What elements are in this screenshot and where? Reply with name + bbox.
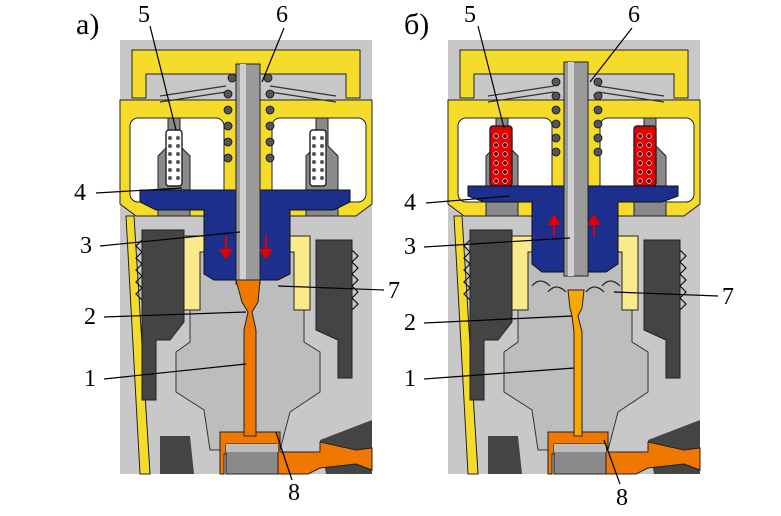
panel-a-label-5: 5 <box>138 2 150 28</box>
panel-a-label-8: 8 <box>288 480 300 506</box>
panel-b-rod <box>563 61 589 277</box>
panel-a-label-6: 6 <box>276 2 288 28</box>
panel-a: а) <box>74 2 400 506</box>
panel-b-letter: б) <box>404 8 429 41</box>
panel-b-label-4: 4 <box>404 190 416 216</box>
panel-a-label-2: 2 <box>84 304 96 330</box>
panel-b-spring <box>551 77 603 157</box>
panel-b-label-1: 1 <box>404 366 416 392</box>
panel-b: б) <box>404 2 734 511</box>
panel-a-letter: а) <box>76 8 99 41</box>
panel-b-label-7: 7 <box>722 284 734 310</box>
panel-b-flow-arrows <box>547 214 601 236</box>
panel-b-label-2: 2 <box>404 310 416 336</box>
panel-a-spring <box>223 73 275 163</box>
panel-b-needle <box>567 289 585 437</box>
panel-a-rod <box>235 63 261 285</box>
panel-a-label-3: 3 <box>80 233 92 259</box>
panel-a-label-7: 7 <box>388 278 400 304</box>
panel-b-label-5: 5 <box>464 2 476 28</box>
panel-b-label-3: 3 <box>404 234 416 260</box>
panel-b-label-8: 8 <box>616 485 628 511</box>
panel-b-valve-body <box>447 39 701 475</box>
panel-b-coil-left <box>489 125 513 187</box>
panel-b-label-6: 6 <box>628 2 640 28</box>
panel-b-coil-right <box>633 125 657 187</box>
panel-a-flow-arrows <box>219 236 273 260</box>
panel-b-seat-arrows <box>531 280 621 293</box>
panel-a-needle <box>235 279 261 437</box>
panel-a-valve-body <box>119 39 373 475</box>
panel-a-label-1: 1 <box>84 366 96 392</box>
panel-a-label-4: 4 <box>74 180 86 206</box>
